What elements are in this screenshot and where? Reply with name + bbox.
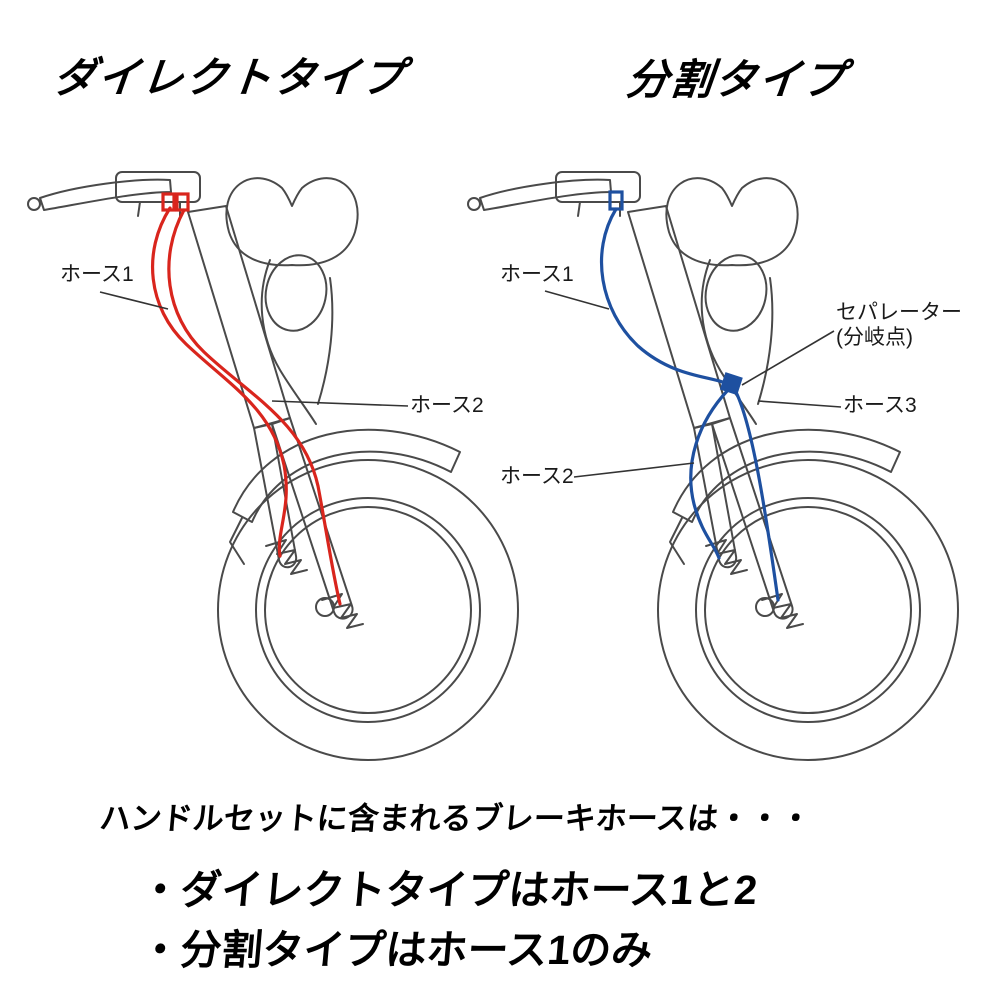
split-hose-2-path: [689, 388, 730, 560]
direct-hose-1-path: [151, 206, 288, 558]
brake-hose-diagram-svg: [27, 171, 959, 761]
label-left-hose1: ホース1: [60, 263, 134, 286]
split-hose-1-path: [599, 207, 730, 386]
direct-hose-2-path: [167, 208, 342, 606]
split-hose-3-path: [734, 390, 780, 602]
label-right-hose1: ホース1: [500, 263, 574, 286]
label-separator: セパレーター (分岐点): [836, 300, 962, 350]
footer-bullet-direct: ・ダイレクトタイプはホース1と2: [137, 867, 760, 913]
leader-right-hose3: [757, 400, 842, 408]
label-left-hose2: ホース2: [410, 394, 484, 417]
footer-bullet-split: ・分割タイプはホース1のみ: [137, 927, 655, 973]
leader-separator: [741, 330, 835, 386]
leader-left-hose1: [99, 291, 169, 310]
label-right-hose3: ホース3: [843, 394, 917, 417]
label-separator-line2: (分岐点): [836, 326, 913, 350]
leader-left-hose2: [271, 400, 409, 407]
label-separator-line1: セパレーター: [836, 301, 962, 324]
direct-type-hoses: [151, 192, 342, 606]
leader-right-hose2: [573, 462, 695, 478]
footer-intro: ハンドルセットに含まれるブレーキホースは・・・: [98, 801, 813, 836]
direct-type-motorcycle: [27, 171, 519, 761]
separator-point: [719, 372, 743, 396]
leader-right-hose1: [544, 290, 610, 310]
leader-lines: [99, 290, 842, 478]
split-type-hoses: [599, 190, 780, 602]
label-right-hose2: ホース2: [500, 465, 574, 488]
